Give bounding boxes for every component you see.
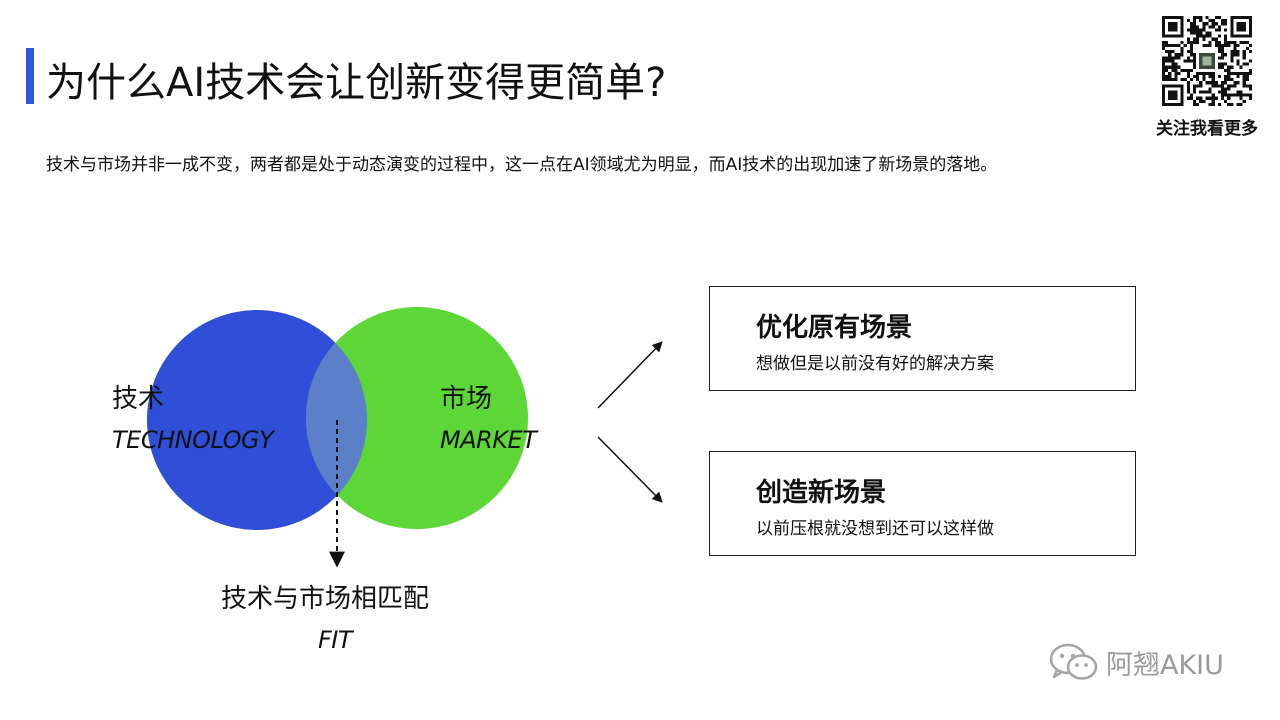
page-title: 为什么AI技术会让创新变得更简单? bbox=[46, 60, 667, 106]
technology-label-cn: 技术 bbox=[112, 384, 165, 414]
fit-label-en: FIT bbox=[318, 626, 353, 654]
market-label-cn: 市场 bbox=[440, 384, 493, 414]
arrow-to-optimize bbox=[597, 341, 663, 409]
outcome-desc: 以前压根就没想到还可以这样做 bbox=[756, 519, 994, 539]
title-accent-bar bbox=[26, 48, 34, 104]
qr-caption: 关注我看更多 bbox=[1156, 119, 1258, 139]
arrow-to-create bbox=[597, 436, 663, 503]
market-label-en: MARKET bbox=[440, 426, 537, 454]
fit-label-cn: 技术与市场相匹配 bbox=[221, 584, 430, 614]
technology-label-en: TECHNOLOGY bbox=[112, 426, 274, 454]
market-circle bbox=[306, 307, 528, 529]
page-subtitle: 技术与市场并非一成不变，两者都是处于动态演变的过程中，这一点在AI领域尤为明显，… bbox=[46, 155, 998, 175]
technology-circle bbox=[147, 310, 367, 530]
outcome-title: 创造新场景 bbox=[756, 478, 887, 508]
wechat-icon bbox=[1049, 643, 1098, 680]
outcome-box-optimize: 优化原有场景 想做但是以前没有好的解决方案 bbox=[709, 286, 1136, 391]
watermark-text: 阿翘AKIU bbox=[1106, 649, 1224, 681]
outcome-box-create: 创造新场景 以前压根就没想到还可以这样做 bbox=[709, 451, 1136, 556]
outcome-title: 优化原有场景 bbox=[756, 313, 913, 343]
outcome-desc: 想做但是以前没有好的解决方案 bbox=[756, 354, 994, 374]
qr-code[interactable] bbox=[1162, 16, 1252, 106]
watermark: 阿翘AKIU bbox=[1048, 640, 1224, 684]
